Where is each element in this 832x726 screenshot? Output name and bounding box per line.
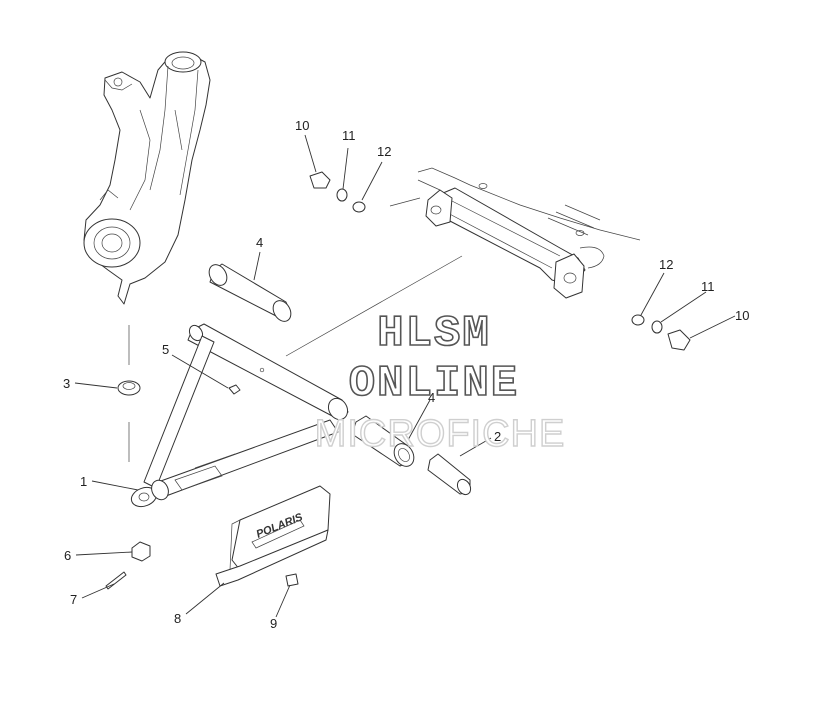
callout-4-lower: 4 — [428, 390, 435, 405]
grease-fitting — [228, 384, 241, 395]
callout-10-upper: 10 — [295, 118, 309, 133]
leader-lines — [74, 134, 736, 618]
callout-10-right: 10 — [735, 308, 749, 323]
skid-plate: POLARIS — [215, 485, 331, 587]
alignment-line — [285, 255, 463, 357]
callouts: 1 2 3 4 4 5 6 7 8 9 10 10 11 11 12 12 — [63, 118, 749, 631]
pivot-tube — [427, 453, 472, 496]
callout-6: 6 — [64, 548, 71, 563]
callout-11-right: 11 — [701, 279, 715, 294]
watermark-online: ONLINE — [349, 359, 519, 409]
castle-nut — [131, 541, 151, 562]
bolt-set-upper — [309, 171, 366, 213]
watermark: HLSM ONLINE MICROFICHE — [314, 308, 566, 456]
watermark-microfiche: MICROFICHE — [315, 413, 566, 455]
callout-9: 9 — [270, 616, 277, 631]
frame-crossmember — [389, 167, 641, 299]
callout-5: 5 — [162, 342, 169, 357]
callout-12-upper: 12 — [377, 144, 391, 159]
a-arm — [130, 323, 349, 508]
bushing-3 — [117, 380, 141, 396]
callout-2: 2 — [494, 429, 501, 444]
callout-3: 3 — [63, 376, 70, 391]
bolt-9 — [285, 573, 299, 587]
callout-4-upper: 4 — [256, 235, 263, 250]
bolt-set-right — [631, 314, 691, 351]
cotter-pin — [105, 571, 127, 590]
bushing-sleeve-lower — [351, 415, 415, 467]
callout-7: 7 — [70, 592, 77, 607]
watermark-hlsm: HLSM — [377, 309, 491, 359]
spindle-knuckle — [83, 51, 211, 305]
callout-1: 1 — [80, 474, 87, 489]
bushing-sleeve-upper — [208, 263, 292, 322]
callout-12-right: 12 — [659, 257, 673, 272]
callout-8: 8 — [174, 611, 181, 626]
callout-11-upper: 11 — [342, 128, 356, 143]
